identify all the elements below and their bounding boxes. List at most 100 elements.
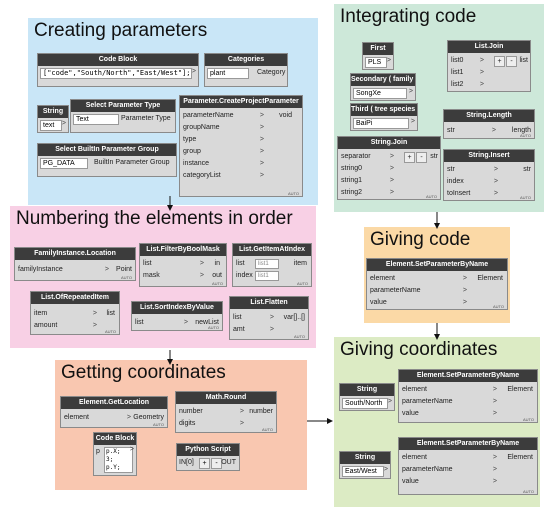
- node-set-parameter-code[interactable]: Element.SetParameterByName element>Eleme…: [366, 258, 508, 310]
- input-port[interactable]: parameterName: [402, 398, 453, 405]
- string-value[interactable]: PLS: [365, 57, 387, 68]
- output-port[interactable]: item: [293, 260, 307, 267]
- node-create-project-parameter[interactable]: Parameter.CreateProjectParameter paramet…: [179, 95, 303, 197]
- remove-input-button[interactable]: -: [211, 458, 222, 469]
- output-port[interactable]: var[]..[]: [283, 314, 305, 321]
- node-select-parameter-type[interactable]: Select Parameter Type Text Parameter Typ…: [70, 99, 176, 133]
- node-set-parameter-ew[interactable]: Element.SetParameterByName element>Eleme…: [398, 437, 538, 495]
- node-string-text[interactable]: String text >: [37, 105, 69, 133]
- node-set-parameter-sn[interactable]: Element.SetParameterByName element>Eleme…: [398, 369, 538, 423]
- input-port[interactable]: parameterName: [402, 466, 453, 473]
- output-port[interactable]: list: [106, 310, 115, 317]
- output-port[interactable]: Geometry: [133, 414, 164, 421]
- input-port[interactable]: list: [233, 314, 242, 321]
- input-port[interactable]: p: [96, 448, 100, 455]
- default-value[interactable]: list1: [255, 259, 279, 269]
- input-port[interactable]: separator: [341, 153, 371, 160]
- add-input-button[interactable]: +: [494, 56, 505, 67]
- node-element-get-location[interactable]: Element.GetLocation element>Geometry AUT…: [60, 396, 168, 428]
- output-port[interactable]: Element: [507, 386, 533, 393]
- default-value[interactable]: list1: [255, 271, 279, 281]
- string-value[interactable]: SongXe: [353, 88, 407, 99]
- input-port[interactable]: value: [402, 410, 419, 417]
- input-port[interactable]: index: [236, 272, 253, 279]
- output-port[interactable]: BuiltIn Parameter Group: [94, 159, 170, 166]
- input-port[interactable]: parameterName: [183, 112, 234, 119]
- node-list-join[interactable]: List.Join list0> + - list list1> list2>: [447, 40, 531, 92]
- node-string-join[interactable]: String.Join separator> + - str string0> …: [337, 136, 441, 200]
- node-secondary-family[interactable]: Secondary ( family ) SongXe >: [350, 73, 416, 101]
- input-port[interactable]: toInsert: [447, 190, 471, 197]
- node-string-insert[interactable]: String.Insert str>str index> toInsert> A…: [443, 149, 535, 201]
- code-line[interactable]: p.Y;: [106, 464, 121, 471]
- node-family-instance-location[interactable]: FamilyInstance.Location familyInstance>P…: [14, 247, 136, 281]
- input-port[interactable]: string2: [341, 189, 363, 196]
- input-port[interactable]: IN[0]: [179, 459, 194, 466]
- input-port[interactable]: number: [179, 408, 203, 415]
- output-port[interactable]: Element: [477, 275, 503, 282]
- node-third-tree-species[interactable]: Third ( tree species ) BaiPi >: [350, 103, 418, 131]
- string-value[interactable]: East/West: [342, 466, 384, 477]
- output-port[interactable]: Element: [507, 454, 533, 461]
- node-of-repeated-item[interactable]: List.OfRepeatedItem item>list amount> AU…: [30, 291, 120, 335]
- input-port[interactable]: type: [183, 136, 197, 143]
- input-port[interactable]: string1: [341, 177, 363, 184]
- add-input-button[interactable]: +: [404, 152, 415, 163]
- builtin-group-dropdown[interactable]: PG_DATA: [40, 158, 88, 169]
- input-port[interactable]: digits: [179, 420, 196, 427]
- node-first[interactable]: First PLS >: [362, 42, 394, 70]
- output-port[interactable]: in: [214, 260, 220, 267]
- input-port[interactable]: list2: [451, 81, 464, 88]
- node-python-script[interactable]: Python Script IN[0] + - OUT: [176, 443, 240, 471]
- node-categories[interactable]: Categories plant Category: [204, 53, 288, 87]
- node-code-block-2[interactable]: Code Block p p.X; 3; p.Y; >: [93, 432, 137, 476]
- output-port[interactable]: list: [519, 57, 528, 64]
- node-select-builtin-group[interactable]: Select BuiltIn Parameter Group PG_DATA B…: [37, 143, 177, 177]
- input-port[interactable]: amount: [34, 322, 58, 329]
- input-port[interactable]: instance: [183, 160, 210, 167]
- input-port[interactable]: mask: [143, 272, 160, 279]
- node-code-block-1[interactable]: Code Block ["code","South/North","East/W…: [37, 53, 199, 87]
- input-port[interactable]: list0: [451, 57, 464, 64]
- input-port[interactable]: index: [447, 178, 464, 185]
- output-port[interactable]: out: [212, 272, 222, 279]
- output-port[interactable]: Point: [116, 266, 132, 273]
- input-port[interactable]: group: [183, 148, 201, 155]
- output-port[interactable]: OUT: [221, 459, 236, 466]
- input-port[interactable]: element: [402, 386, 427, 393]
- node-filter-by-bool-mask[interactable]: List.FilterByBoolMask list>in mask>out A…: [139, 243, 227, 287]
- node-string-south-north[interactable]: String South/North >: [339, 383, 395, 411]
- node-list-flatten[interactable]: List.Flatten list>var[]..[] amt> AUTO: [229, 296, 309, 340]
- category-dropdown[interactable]: plant: [207, 68, 249, 79]
- code-line[interactable]: p.X;: [106, 448, 121, 455]
- node-sort-index-by-value[interactable]: List.SortIndexByValue list>newList AUTO: [131, 301, 223, 331]
- input-port[interactable]: parameterName: [370, 287, 421, 294]
- input-port[interactable]: value: [370, 299, 387, 306]
- input-port[interactable]: familyInstance: [18, 266, 63, 273]
- input-port[interactable]: list: [135, 319, 144, 326]
- node-string-length[interactable]: String.Length str>length AUTO: [443, 109, 535, 139]
- input-port[interactable]: list: [236, 260, 245, 267]
- code-line[interactable]: 3;: [106, 456, 114, 463]
- input-port[interactable]: amt: [233, 326, 245, 333]
- input-port[interactable]: value: [402, 478, 419, 485]
- string-value[interactable]: text: [40, 120, 62, 131]
- code-text[interactable]: ["code","South/North","East/West"];: [40, 68, 192, 79]
- input-port[interactable]: element: [64, 414, 89, 421]
- input-port[interactable]: list: [143, 260, 152, 267]
- input-port[interactable]: str: [447, 127, 455, 134]
- output-port[interactable]: number: [249, 408, 273, 415]
- remove-input-button[interactable]: -: [416, 152, 427, 163]
- input-port[interactable]: list1: [451, 69, 464, 76]
- node-math-round[interactable]: Math.Round number>number digits> AUTO: [175, 391, 277, 433]
- remove-input-button[interactable]: -: [506, 56, 517, 67]
- input-port[interactable]: string0: [341, 165, 363, 172]
- input-port[interactable]: item: [34, 310, 48, 317]
- input-port[interactable]: str: [447, 166, 455, 173]
- string-value[interactable]: South/North: [342, 398, 388, 409]
- output-port[interactable]: str: [523, 166, 531, 173]
- parameter-type-dropdown[interactable]: Text: [73, 114, 119, 125]
- input-port[interactable]: element: [402, 454, 427, 461]
- output-port[interactable]: str: [430, 153, 438, 160]
